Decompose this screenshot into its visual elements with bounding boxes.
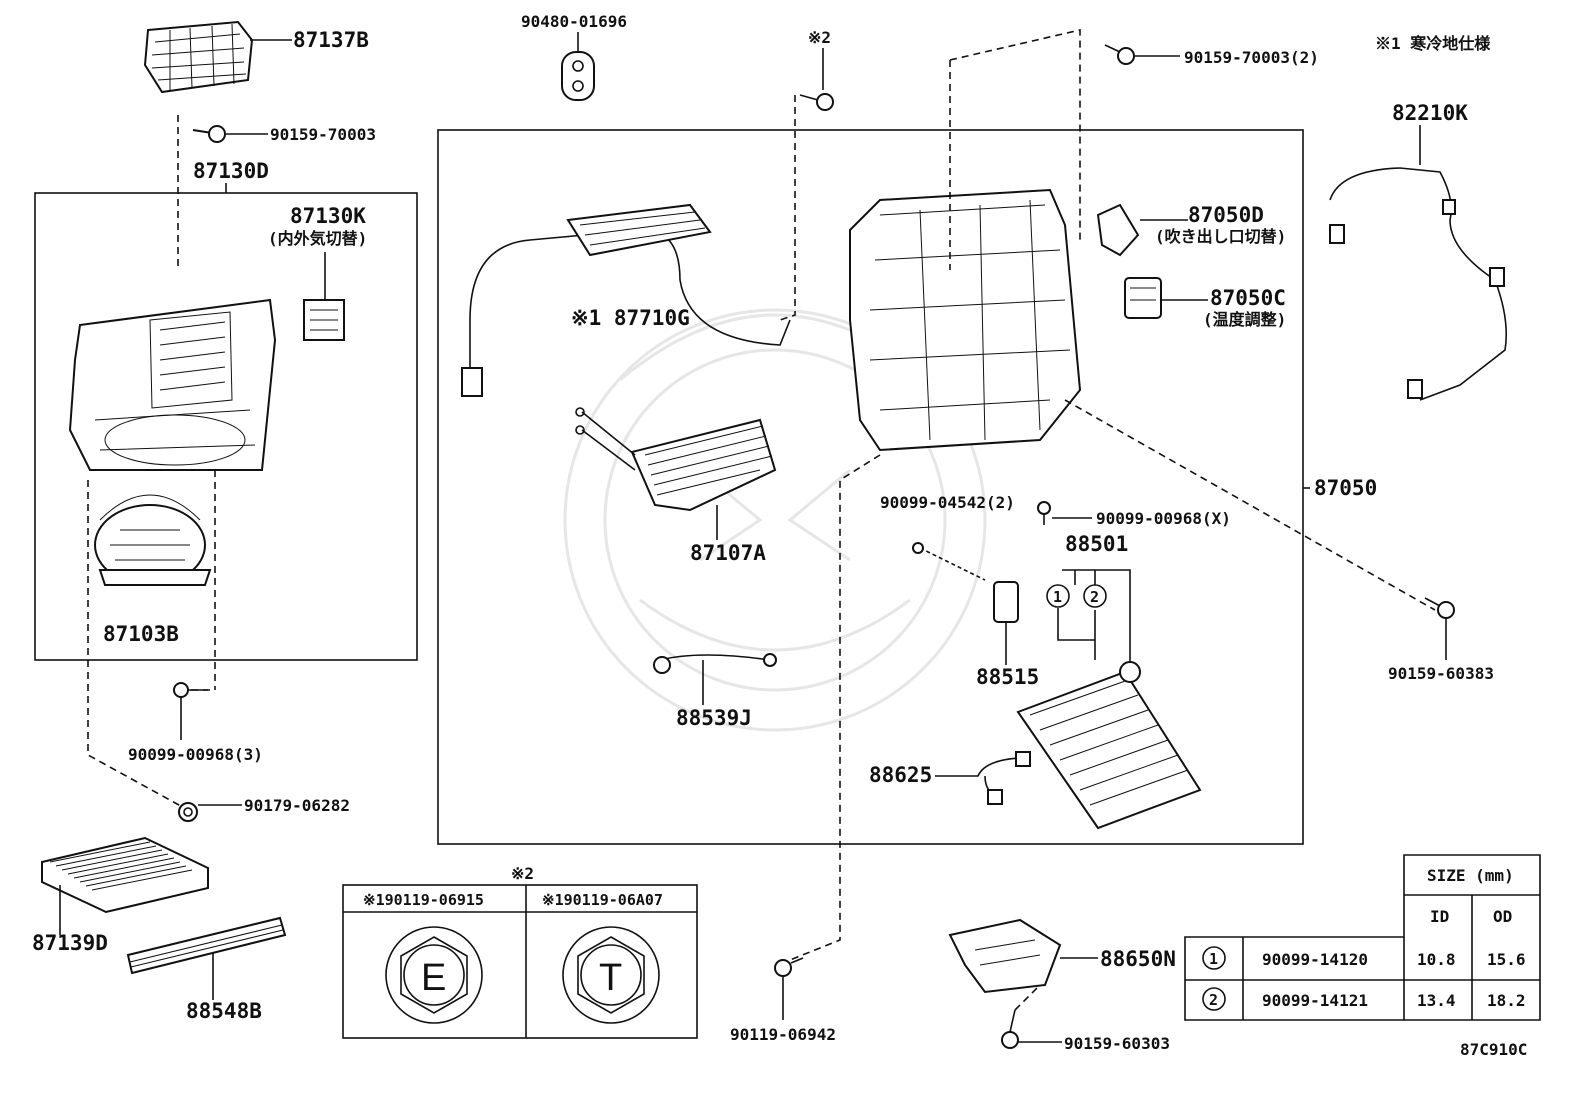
evaporator (1016, 661, 1202, 830)
label-82210K: 82210K (1392, 101, 1468, 125)
heater-sensor-87710G (461, 203, 791, 397)
size-row-part: 90099-14121 (1262, 991, 1368, 1010)
label-87050D: 87050D (1188, 203, 1264, 227)
screw-icon (1037, 501, 1051, 525)
control-module-88650N (948, 918, 1062, 994)
svg-text:2: 2 (1090, 588, 1099, 606)
label-90119-06942: 90119-06942 (730, 1025, 836, 1044)
filter-cover-87137B (143, 20, 254, 94)
bolt-icon (912, 542, 986, 581)
label-88515: 88515 (976, 665, 1039, 689)
valve-88515 (993, 581, 1019, 623)
cabin-filter-87139D (41, 836, 209, 914)
bolt-table-header-1: ※190119-06915 (363, 891, 484, 909)
label-87137B: 87137B (293, 28, 369, 52)
svg-text:T: T (599, 957, 622, 999)
label-87050C: 87050C (1210, 286, 1286, 310)
label-87050D-sub: (吹き出し口切替) (1155, 227, 1286, 246)
label-90099-00968-X: 90099-00968(X) (1096, 509, 1231, 528)
bolt-icon (774, 957, 804, 977)
size-row-od: 15.6 (1487, 950, 1526, 969)
label-88501: 88501 (1065, 532, 1128, 556)
label-87050C-sub: (温度調整) (1203, 310, 1286, 329)
label-87130K-sub: (内外気切替) (268, 229, 367, 248)
ac-unit-housing (849, 188, 1082, 452)
screw-icon (173, 682, 208, 698)
svg-text:1: 1 (1053, 588, 1062, 606)
label-87050: 87050 (1314, 476, 1377, 500)
label-88650N: 88650N (1100, 947, 1176, 971)
bolt-e-icon: E (385, 926, 483, 1024)
label-87139D: 87139D (32, 931, 108, 955)
size-table-col-od: OD (1493, 907, 1512, 926)
label-87103B: 87103B (103, 622, 179, 646)
label-90159-70003: 90159-70003 (270, 125, 376, 144)
circle-marker-1: 1 (1046, 584, 1070, 608)
bolt-icon (799, 93, 834, 111)
blower-motor-87103B (94, 494, 212, 586)
bolt-table: ※190119-06915 ※190119-06A07 E T (342, 884, 698, 1039)
circle-marker-2: 2 (1083, 584, 1107, 608)
label-87710G: ※1 87710G (571, 306, 690, 330)
label-87130K: 87130K (290, 204, 366, 228)
svg-text:1: 1 (1209, 950, 1218, 968)
label-90099-00968-3: 90099-00968(3) (128, 745, 263, 764)
label-87107A: 87107A (690, 541, 766, 565)
filter-strip-88548B (126, 916, 287, 975)
size-row-od: 18.2 (1487, 991, 1526, 1010)
nut-icon (178, 802, 198, 822)
heater-core-87107A (575, 407, 777, 512)
screw-icon (1001, 1009, 1019, 1049)
screw-icon (1424, 597, 1455, 619)
svg-text:2: 2 (1209, 991, 1218, 1009)
size-table: SIZE (mm) ID OD 1 90099-14120 10.8 15.6 … (1184, 854, 1541, 1021)
label-88625: 88625 (869, 763, 932, 787)
bolt-table-title: ※2 (511, 864, 534, 883)
servo-87050C (1124, 277, 1162, 319)
label-90159-70003-2: 90159-70003(2) (1184, 48, 1319, 67)
label-90179-06282: 90179-06282 (244, 796, 350, 815)
wire-harness-82210K (1329, 167, 1508, 401)
bolt-t-icon: T (562, 926, 660, 1024)
size-row-id: 10.8 (1417, 950, 1456, 969)
screw-icon (1104, 44, 1135, 65)
grommet-90480-01696 (561, 51, 595, 101)
label-90159-60383: 90159-60383 (1388, 664, 1494, 683)
pipe-88539J (653, 653, 777, 674)
size-table-col-id: ID (1430, 907, 1449, 926)
size-table-row: 1 90099-14120 10.8 15.6 (1202, 946, 1526, 970)
label-88539J: 88539J (676, 706, 752, 730)
label-88548B: 88548B (186, 999, 262, 1023)
note-cold-climate: ※1 寒冷地仕様 (1375, 34, 1491, 53)
bolt-table-header-2: ※190119-06A07 (542, 891, 663, 909)
label-90480-01696: 90480-01696 (521, 12, 627, 31)
size-row-id: 13.4 (1417, 991, 1456, 1010)
size-table-header: SIZE (mm) (1427, 866, 1514, 885)
servo-87050D (1096, 203, 1140, 257)
svg-text:E: E (421, 957, 446, 999)
size-row-part: 90099-14120 (1262, 950, 1368, 969)
label-90099-04542-2: 90099-04542(2) (880, 493, 1015, 512)
label-note2: ※2 (808, 28, 831, 47)
size-table-row: 2 90099-14121 13.4 18.2 (1202, 987, 1526, 1011)
watermark (563, 308, 987, 732)
diagram-code: 87C910C (1460, 1040, 1527, 1059)
blower-case (68, 298, 277, 471)
group-box-87050 (437, 129, 1304, 845)
label-90159-60303: 90159-60303 (1064, 1034, 1170, 1053)
label-87130D: 87130D (193, 159, 269, 183)
sensor-88625 (935, 751, 1031, 805)
screw-icon (192, 125, 226, 143)
servo-87130K (303, 299, 345, 341)
